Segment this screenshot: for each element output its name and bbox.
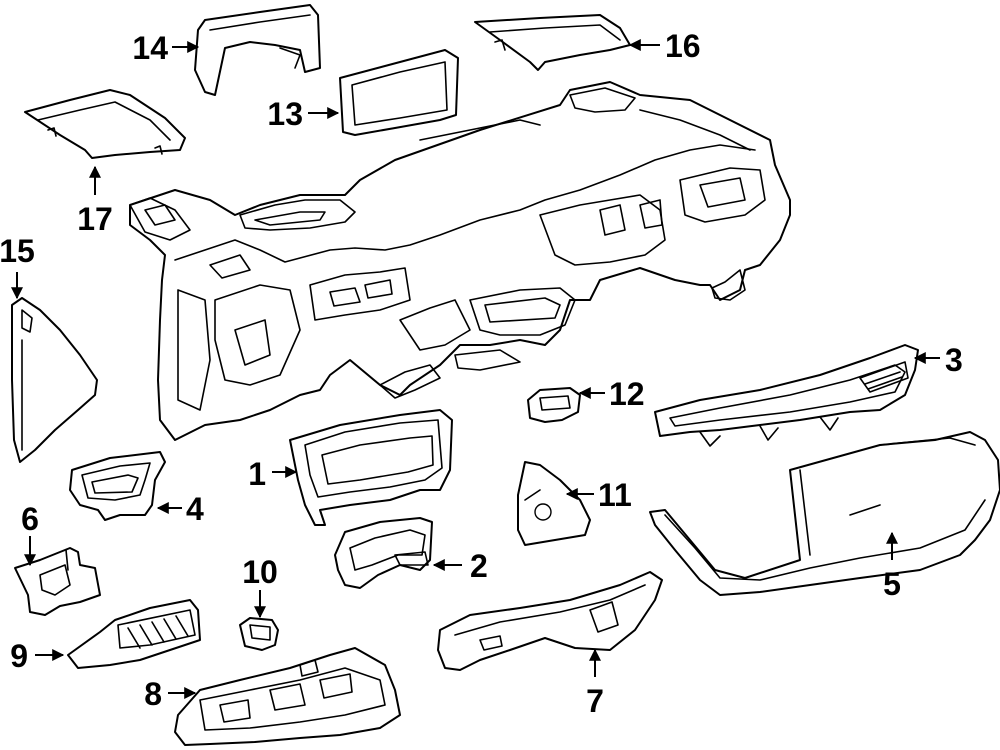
part-4-vent-bezel xyxy=(69,451,166,521)
part-9-glovebox-part xyxy=(67,599,201,669)
part-11-knob xyxy=(534,503,552,521)
part-5-lower-panel xyxy=(649,431,1000,596)
part-12-switch xyxy=(527,387,581,423)
callout-11: 11 xyxy=(598,477,632,513)
callout-14: 14 xyxy=(132,30,168,66)
part-17-top-cover xyxy=(24,89,186,159)
callout-5: 5 xyxy=(883,566,901,602)
callout-labels: 1 2 3 4 5 6 7 8 9 10 11 12 13 14 15 16 1… xyxy=(0,28,963,719)
part-3-trim-panel xyxy=(654,344,919,447)
part-13-display xyxy=(339,49,459,136)
leader-lines xyxy=(11,39,940,699)
part-15-side-trim xyxy=(11,297,98,463)
callout-17: 17 xyxy=(77,201,113,237)
callout-4: 4 xyxy=(186,491,204,527)
callout-2: 2 xyxy=(470,548,488,584)
callout-3: 3 xyxy=(945,342,963,378)
callout-12: 12 xyxy=(609,376,645,412)
instrument-panel xyxy=(129,81,791,441)
part-1-cluster-bezel xyxy=(289,409,453,526)
part-11-corner-trim xyxy=(517,461,591,546)
callout-7: 7 xyxy=(586,683,604,719)
part-2-duct xyxy=(334,517,433,589)
part-10-clip xyxy=(239,617,279,651)
part-14-bracket xyxy=(194,4,321,96)
part-16-top-cover xyxy=(474,14,631,71)
part-6-bracket xyxy=(14,547,101,616)
callout-9: 9 xyxy=(10,638,28,674)
callout-1: 1 xyxy=(248,456,266,492)
callout-6: 6 xyxy=(21,501,39,537)
callout-15: 15 xyxy=(0,233,35,269)
callout-10: 10 xyxy=(242,554,278,590)
callout-8: 8 xyxy=(144,676,162,712)
callout-16: 16 xyxy=(665,28,701,64)
callout-13: 13 xyxy=(267,96,303,132)
part-8-reinforcement xyxy=(174,647,401,746)
part-7-knee-panel xyxy=(437,571,663,671)
